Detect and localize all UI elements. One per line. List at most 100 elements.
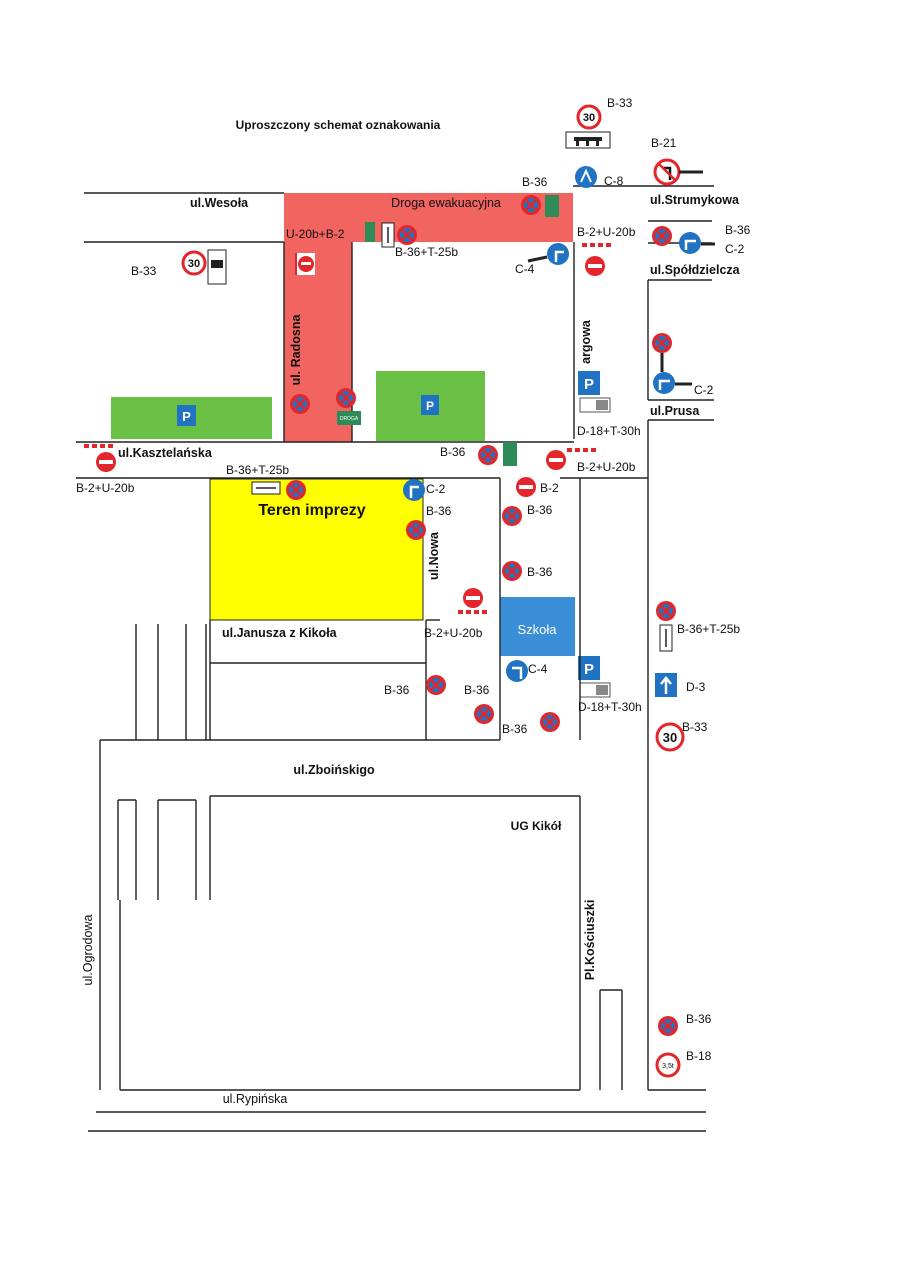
speed-limit-sign: 30 [181,250,207,276]
turn-right-sign [403,479,425,501]
road-lines [76,185,714,1132]
street-wesola: ul.Wesoła [190,196,249,210]
no-entry-sign [585,256,605,276]
no-stopping-sign [476,443,500,467]
parking-sign: P [421,395,439,415]
barrier-icon [458,610,487,614]
street-kasztelanska: ul.Kasztelańska [118,446,213,460]
label-b36-t25b-evac: B-36+T-25b [395,245,458,259]
parking-plate-icon [579,682,611,698]
evacuation-label: Droga ewakuacyjna [391,196,501,210]
one-way-plate [659,624,673,652]
no-stopping-sign [500,504,524,528]
droga-plate-icon: DROGA [337,411,361,425]
street-targowa: argowa [579,319,593,364]
turn-sign [653,372,692,394]
no-entry-sign [463,588,483,608]
no-stopping-sign [284,478,308,502]
label-b36-mid1: B-36 [527,503,553,517]
no-stopping-sign [656,1014,680,1038]
label-b36-strumykowa: B-36 [725,223,751,237]
label-d3: D-3 [686,680,706,694]
road-closed-barrier [295,253,315,275]
label-c2-teren: C-2 [426,482,446,496]
street-prusa: ul.Prusa [650,404,700,418]
droga-plate-icon [503,442,517,466]
label-b2-u20b-kasz-left: B-2+U-20b [76,481,135,495]
no-stopping-sign [288,392,312,416]
no-stopping-sign [395,223,419,247]
no-stopping-sign [650,331,674,355]
label-b36-t25b-right: B-36+T-25b [677,622,740,636]
svg-text:30: 30 [583,112,595,124]
speed-limit-sign: 30 [576,104,602,130]
barrier-icon [567,448,596,452]
turn-left-sign [506,660,528,682]
label-b36-mid2: B-36 [527,565,553,579]
keep-right-sign [575,166,597,188]
label-b2-u20b-kasz-right: B-2+U-20b [577,460,636,474]
one-way-sign [655,673,677,697]
svg-text:3,5t: 3,5t [662,1063,674,1070]
no-entry-sign [96,452,116,472]
droga-plate-icon [365,222,375,242]
svg-text:P: P [426,399,434,413]
label-b36-nowa: B-36 [426,504,452,518]
no-entry-sign [546,450,566,470]
label-b18: B-18 [686,1049,712,1063]
no-stopping-sign [500,559,524,583]
two-way-plate [251,481,281,495]
school-area [500,597,575,656]
svg-text:P: P [584,376,594,393]
street-zboinskiego: ul.Zboińskigo [293,763,375,777]
turn-sign [679,232,715,254]
label-c2-strumykowa: C-2 [725,242,745,256]
label-b2-u20b-top: B-2+U-20b [577,225,636,239]
svg-text:P: P [182,409,191,424]
parking-sign: P [578,371,600,395]
no-stopping-sign [424,673,448,697]
street-radosna: ul. Radosna [289,314,303,386]
turn-right-sign [527,243,569,265]
street-ogrodowa: ul.Ogrodowa [81,915,95,986]
no-left-turn-sign [653,158,703,186]
street-strumykowa: ul.Strumykowa [650,193,740,207]
label-b21: B-21 [651,136,677,150]
svg-text:30: 30 [188,258,200,270]
parking-plate-icon [579,397,611,413]
svg-text:P: P [584,661,594,678]
speed-limit-sign: 30 [655,722,685,752]
label-b36-lower2: B-36 [464,683,490,697]
label-b33-top: B-33 [607,96,633,110]
no-stopping-sign [538,710,562,734]
no-stopping-sign [472,702,496,726]
street-janusza: ul.Janusza z Kikoła [222,626,338,640]
event-area-label: Teren imprezy [258,502,365,519]
svg-text:DROGA: DROGA [340,416,359,422]
droga-plate-icon [545,195,559,217]
label-d18-top: D-18+T-30h [577,424,641,438]
label-b2-mid: B-2 [540,481,559,495]
event-area [209,478,424,621]
label-c2-prusa: C-2 [694,383,714,397]
label-b36-lower3: B-36 [502,722,528,736]
weight-limit-sign: 3,5t [655,1052,681,1078]
dead-end-plate [207,249,227,285]
ug-label: UG Kikół [511,819,562,833]
school-label: Szkoła [517,622,557,637]
no-stopping-sign [404,518,428,542]
label-c4-mid: C-4 [528,662,548,676]
parking-sign: P [578,656,600,680]
street-nowa: ul.Nowa [427,531,441,580]
dead-end-plate [565,131,611,149]
no-stopping-sign [334,386,358,410]
street-rypinska: ul.Rypińska [223,1092,288,1106]
no-stopping-sign [654,599,678,623]
svg-text:30: 30 [663,730,677,745]
barrier-icon [84,444,113,448]
label-c8: C-8 [604,174,624,188]
label-b36-lower1: B-36 [384,683,410,697]
one-way-plate [381,222,395,248]
label-d18-mid: D-18+T-30h [578,700,642,714]
